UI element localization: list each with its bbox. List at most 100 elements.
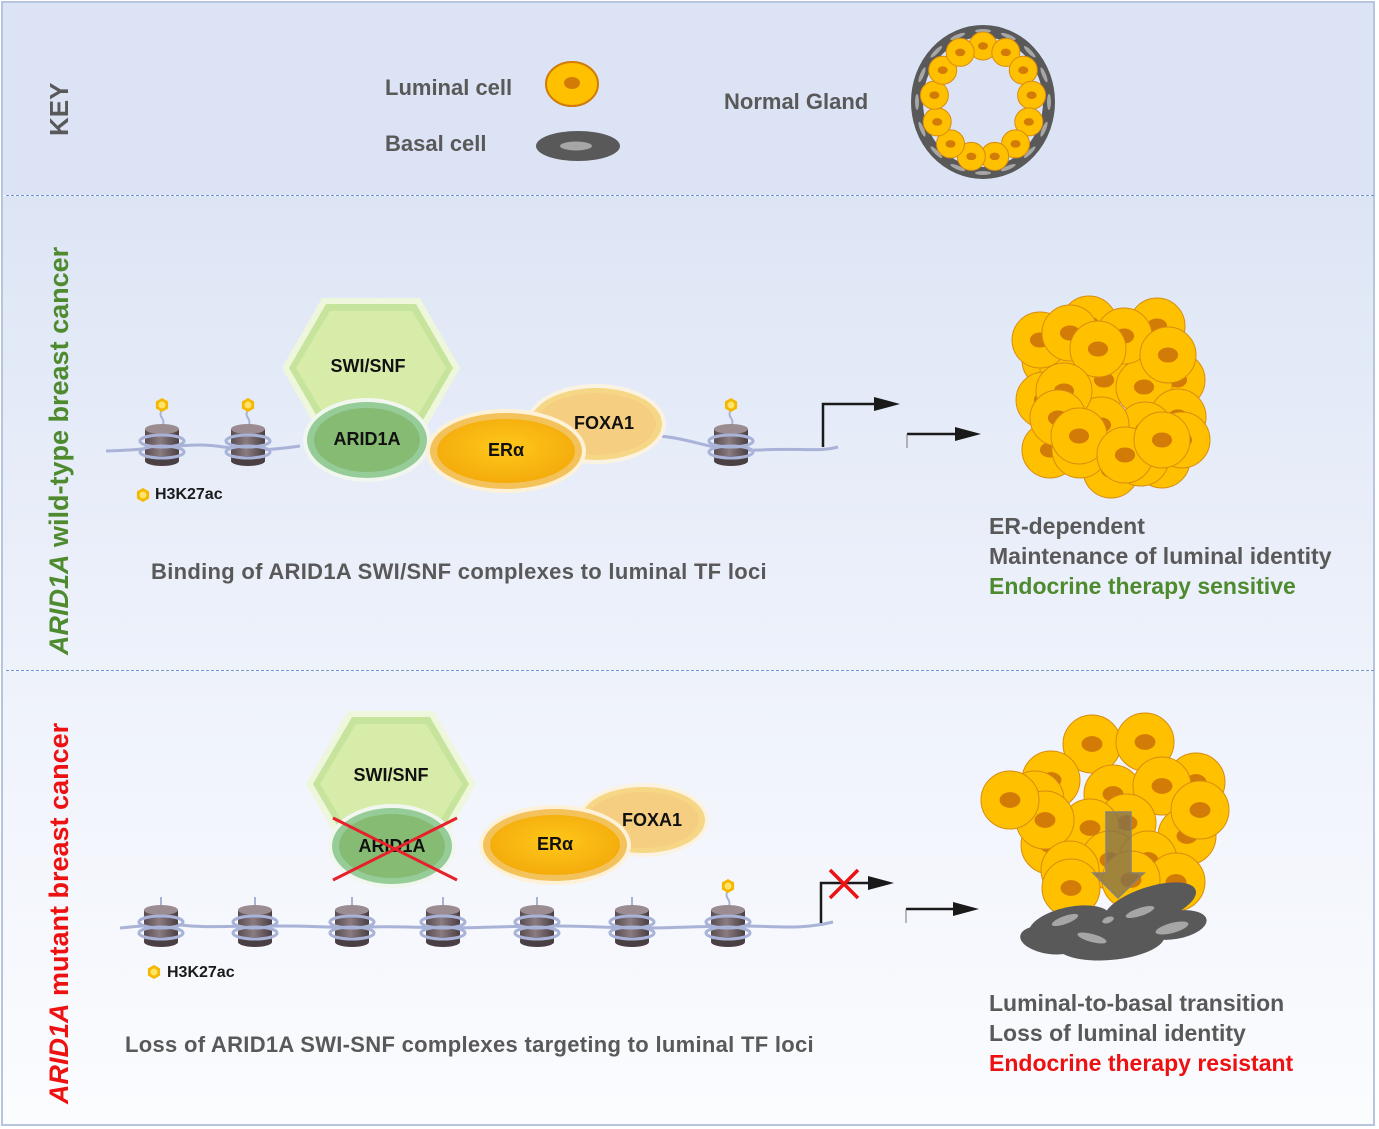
luminal-cell [1014,107,1044,137]
luminal-cell-label: Luminal cell [385,75,513,100]
luminal-cell [991,37,1021,67]
mutant-outcome-3: Endocrine therapy resistant [989,1050,1294,1076]
basal-cell [1040,67,1048,83]
basal-nucleus [1077,932,1107,944]
basal-cell [1020,925,1080,955]
luminal-cell [1069,320,1127,378]
h3k27ac-mark-icon [721,879,735,893]
luminal-cell [1017,80,1047,110]
mutant-transcription-arrow [819,876,894,923]
wildtype-outcome-3: Endocrine therapy sensitive [989,573,1296,599]
basal-cell [1000,32,1016,40]
h3k27ac-mark-icon [241,398,255,412]
luminal-cell [919,80,949,110]
mutant-outcomes: Luminal-to-basal transition Loss of lumi… [989,988,1293,1078]
normal-gland-icon [911,25,1055,179]
luminal-cell [922,107,952,137]
basal-cell [1047,94,1051,110]
basal-nucleus [1051,913,1079,927]
wildtype-transcription-arrow [821,397,900,447]
divider-key-wildtype [6,195,1374,196]
mutant-er-label: ERα [537,834,573,854]
basal-cell [975,29,991,33]
luminal-cell [928,55,958,85]
basal-cell [1055,919,1165,961]
luminal-cell [1139,326,1197,384]
nucleosome-icon [328,897,376,947]
nucleosome-icon [231,897,279,947]
nucleosome-icon [608,897,656,947]
luminal-tumor-cluster [1011,295,1211,499]
mutant-outcome-2: Loss of luminal identity [989,1020,1246,1046]
key-panel [3,3,1374,195]
wildtype-swisnf-label: SWI/SNF [331,356,406,376]
basal-cell [1023,146,1036,159]
divider-wildtype-mutant [6,670,1374,671]
nucleosome-icon [138,398,186,466]
luminal-cell [1115,712,1175,772]
basal-cell [1040,121,1048,137]
wildtype-h3k27ac-label: H3K27ac [155,486,223,503]
wildtype-outcome-arrow [906,427,981,448]
nucleosome-icon [704,879,752,947]
wildtype-swisnf-complex: SWI/SNF [282,298,460,438]
nucleosome-icon [137,897,185,947]
basal-cell [918,121,926,137]
luminal-to-basal-tumor-cluster [980,712,1230,961]
normal-gland-label: Normal Gland [724,89,869,114]
h3k27ac-legend-icon [147,965,161,979]
mutant-swisnf-label: SWI/SNF [354,765,429,785]
wildtype-er-alpha: ERα [426,409,586,493]
nucleosome-icon [224,398,272,466]
nucleosome-icon [513,897,561,947]
basal-cell [1023,45,1036,58]
mutant-er-alpha: ERα [479,805,631,885]
transcription-blocked-cross-icon [828,868,860,900]
h3k27ac-legend-icon [136,488,150,502]
wildtype-arid1a: ARID1A [303,398,431,482]
luminal-cell [1008,55,1038,85]
basal-cell [930,146,943,159]
basal-nucleus [1102,916,1114,924]
mutant-h3k27ac-label: H3K27ac [167,964,235,981]
luminal-cell [1062,714,1122,774]
basal-cell [950,164,966,172]
luminal-cell [936,129,965,159]
basal-cell-icon [536,131,620,161]
luminal-cell-icon [545,61,599,107]
wildtype-er-label: ERα [488,440,524,460]
wildtype-outcomes: ER-dependent Maintenance of luminal iden… [989,511,1331,601]
wildtype-outcome-1: ER-dependent [989,513,1145,539]
h3k27ac-mark-icon [724,398,738,412]
luminal-cell [945,37,975,67]
luminal-cell [980,770,1040,830]
wildtype-foxa1-label: FOXA1 [574,413,634,433]
basal-cell [915,94,919,110]
mutant-outcome-arrow [905,902,979,923]
basal-cell [1000,164,1016,172]
luminal-cell [1133,411,1191,469]
h3k27ac-mark-icon [155,398,169,412]
basal-cell-label: Basal cell [385,131,487,156]
mutant-outcome-1: Luminal-to-basal transition [989,990,1285,1016]
basal-cell [918,67,926,83]
wildtype-caption: Binding of ARID1A SWI/SNF complexes to l… [151,559,767,584]
nucleosome-icon [419,897,467,947]
basal-cell [975,171,991,175]
mutant-h3k27ac-legend-icon [147,965,161,979]
nucleosome-icon [707,398,755,466]
basal-nucleus [1125,906,1155,918]
arid1a-loss-cross-icon [332,816,458,882]
wildtype-outcome-2: Maintenance of luminal identity [989,543,1332,569]
luminal-cell [1170,780,1230,840]
mutant-caption: Loss of ARID1A SWI-SNF complexes targeti… [125,1032,814,1057]
basal-cell [930,45,943,58]
basal-cell [950,32,966,40]
wildtype-arid1a-label: ARID1A [333,429,400,449]
transition-arrow-icon [1091,811,1146,900]
luminal-cell [1050,407,1108,465]
basal-cells-group [1020,882,1207,961]
